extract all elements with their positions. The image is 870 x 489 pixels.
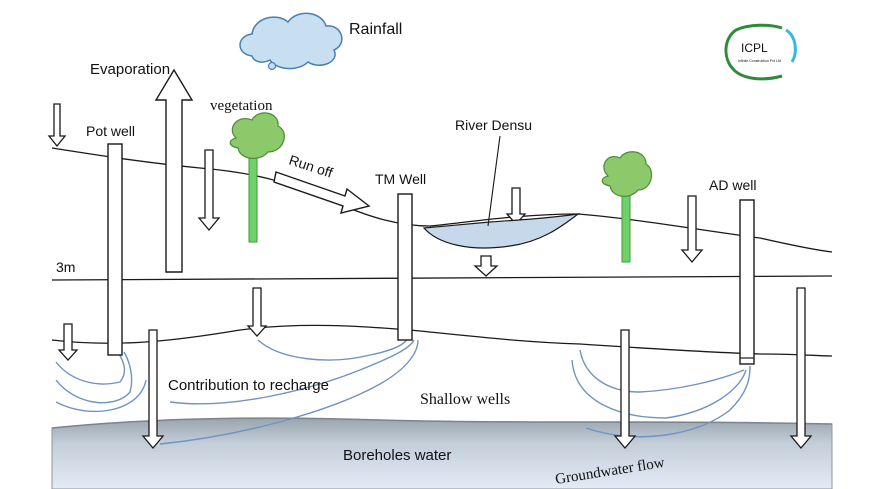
run-off-label: Run off bbox=[287, 152, 335, 181]
rainfall-label: Rainfall bbox=[349, 21, 402, 38]
run-off-arrow bbox=[273, 171, 371, 214]
pot-well-label: Pot well bbox=[86, 123, 135, 139]
three-meter-line bbox=[51, 275, 833, 281]
river-densu-water bbox=[422, 213, 581, 249]
ground-surface-line bbox=[51, 147, 833, 253]
tm-well-shaft bbox=[397, 193, 413, 341]
icpl-logo: ICPL Infinite Construction Pvt Ltd bbox=[724, 23, 797, 81]
shallow-layer-line bbox=[51, 324, 833, 357]
logo-subtext: Infinite Construction Pvt Ltd bbox=[738, 59, 781, 63]
recharge-label: Contribution to recharge bbox=[168, 377, 329, 394]
river-label-leader bbox=[487, 135, 501, 227]
pot-well-shaft bbox=[107, 143, 123, 356]
evaporation-label: Evaporation bbox=[90, 61, 170, 78]
vegetation-tree-right bbox=[601, 151, 653, 263]
ad-well-shaft bbox=[739, 199, 755, 365]
rain-cloud-icon bbox=[239, 12, 343, 71]
logo-text: ICPL bbox=[741, 41, 768, 55]
infiltration-arrows bbox=[47, 103, 813, 450]
vegetation-label: vegetation bbox=[210, 98, 273, 114]
evaporation-arrow bbox=[154, 68, 194, 273]
tm-well-label: TM Well bbox=[375, 171, 426, 187]
vegetation-tree-left bbox=[229, 112, 285, 243]
ad-well-label: AD well bbox=[709, 177, 756, 193]
depth-label: 3m bbox=[56, 259, 75, 275]
shallow-wells-label: Shallow wells bbox=[420, 391, 510, 408]
river-label: River Densu bbox=[455, 117, 532, 133]
boreholes-label: Boreholes water bbox=[343, 447, 451, 464]
